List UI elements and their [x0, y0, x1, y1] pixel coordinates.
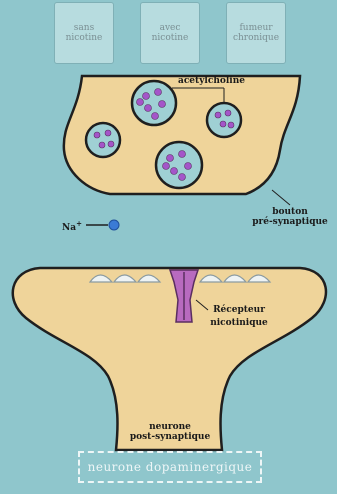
acetylcholine-label: acétylcholine — [178, 76, 245, 86]
vesicle — [86, 123, 120, 157]
sodium-charge: + — [76, 219, 82, 228]
presynaptic-label-line1: bouton — [244, 207, 336, 217]
presynaptic-label: bouton pré-synaptique — [244, 207, 336, 227]
postsynaptic-label-line2: post-synaptique — [124, 432, 216, 442]
vesicle — [207, 103, 241, 137]
presynaptic-label-line2: pré-synaptique — [244, 217, 336, 227]
receptor-label: Récepteur nicotinique — [204, 305, 274, 328]
receptor-label-line2: nicotinique — [204, 318, 274, 328]
sodium-ion — [109, 220, 119, 230]
postsynaptic-label-line1: neurone — [124, 422, 216, 432]
presynaptic-pointer — [272, 190, 290, 205]
dopaminergic-neuron-label: neurone dopaminergique — [78, 451, 262, 483]
receptor-label-line1: Récepteur — [204, 305, 274, 315]
sodium-ion-label: Na+ — [62, 219, 82, 233]
postsynaptic-label: neurone post-synaptique — [124, 422, 216, 442]
sodium-symbol: Na — [62, 223, 76, 233]
